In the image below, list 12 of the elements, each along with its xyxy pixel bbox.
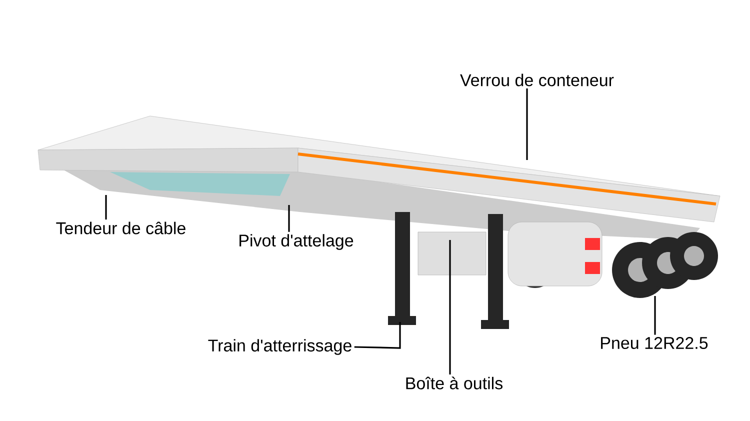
part-label: Tendeur de câble [56, 222, 186, 234]
part-label: Pneu 12R22.5 [601, 336, 708, 350]
part-label: Pivot d'attelage [240, 234, 354, 250]
leader-line [354, 322, 401, 349]
part-label: Boîte à outils [406, 376, 502, 390]
leader-line [654, 296, 656, 335]
leader-line [105, 195, 107, 220]
part-label: Train d'atterrissage [208, 339, 352, 355]
leader-line [288, 205, 290, 232]
leader-line [526, 88, 528, 160]
part-label: Verrou de conteneur [460, 74, 614, 86]
leader-line [449, 240, 451, 374]
